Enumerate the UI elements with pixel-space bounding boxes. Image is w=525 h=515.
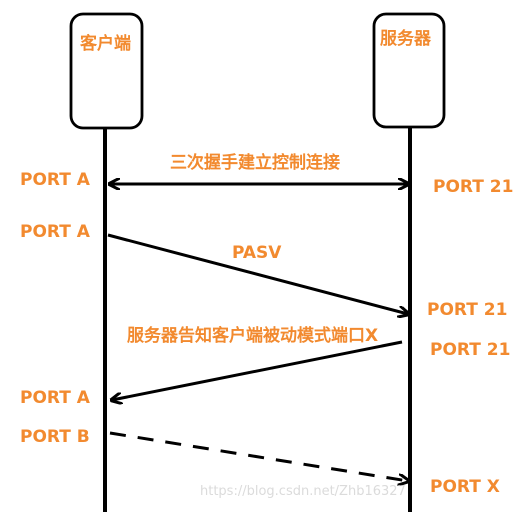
port-label-client-3: PORT A [20, 388, 90, 408]
message-label-handshake: 三次握手建立控制连接 [170, 153, 340, 173]
message-label-pasv: PASV [232, 243, 282, 263]
message-label-port-info: 服务器告知客户端被动模式端口X [127, 326, 379, 346]
port-label-server-4: PORT X [430, 477, 500, 497]
port-label-server-3: PORT 21 [430, 340, 511, 360]
port-label-server-1: PORT 21 [433, 177, 514, 197]
port-label-client-1: PORT A [20, 170, 90, 190]
client-actor-label: 客户端 [80, 34, 131, 54]
port-label-client-2: PORT A [20, 222, 90, 242]
server-actor-label: 服务器 [380, 29, 431, 49]
message-arrow-pasv [107, 233, 408, 314]
port-label-server-2: PORT 21 [427, 300, 508, 320]
message-arrow-data-connection [109, 431, 408, 481]
message-arrow-port-info [112, 340, 403, 400]
client-actor-box [69, 12, 144, 130]
watermark: https://blog.csdn.net/Zhb16327 [200, 484, 406, 499]
port-label-client-4: PORT B [20, 427, 90, 447]
